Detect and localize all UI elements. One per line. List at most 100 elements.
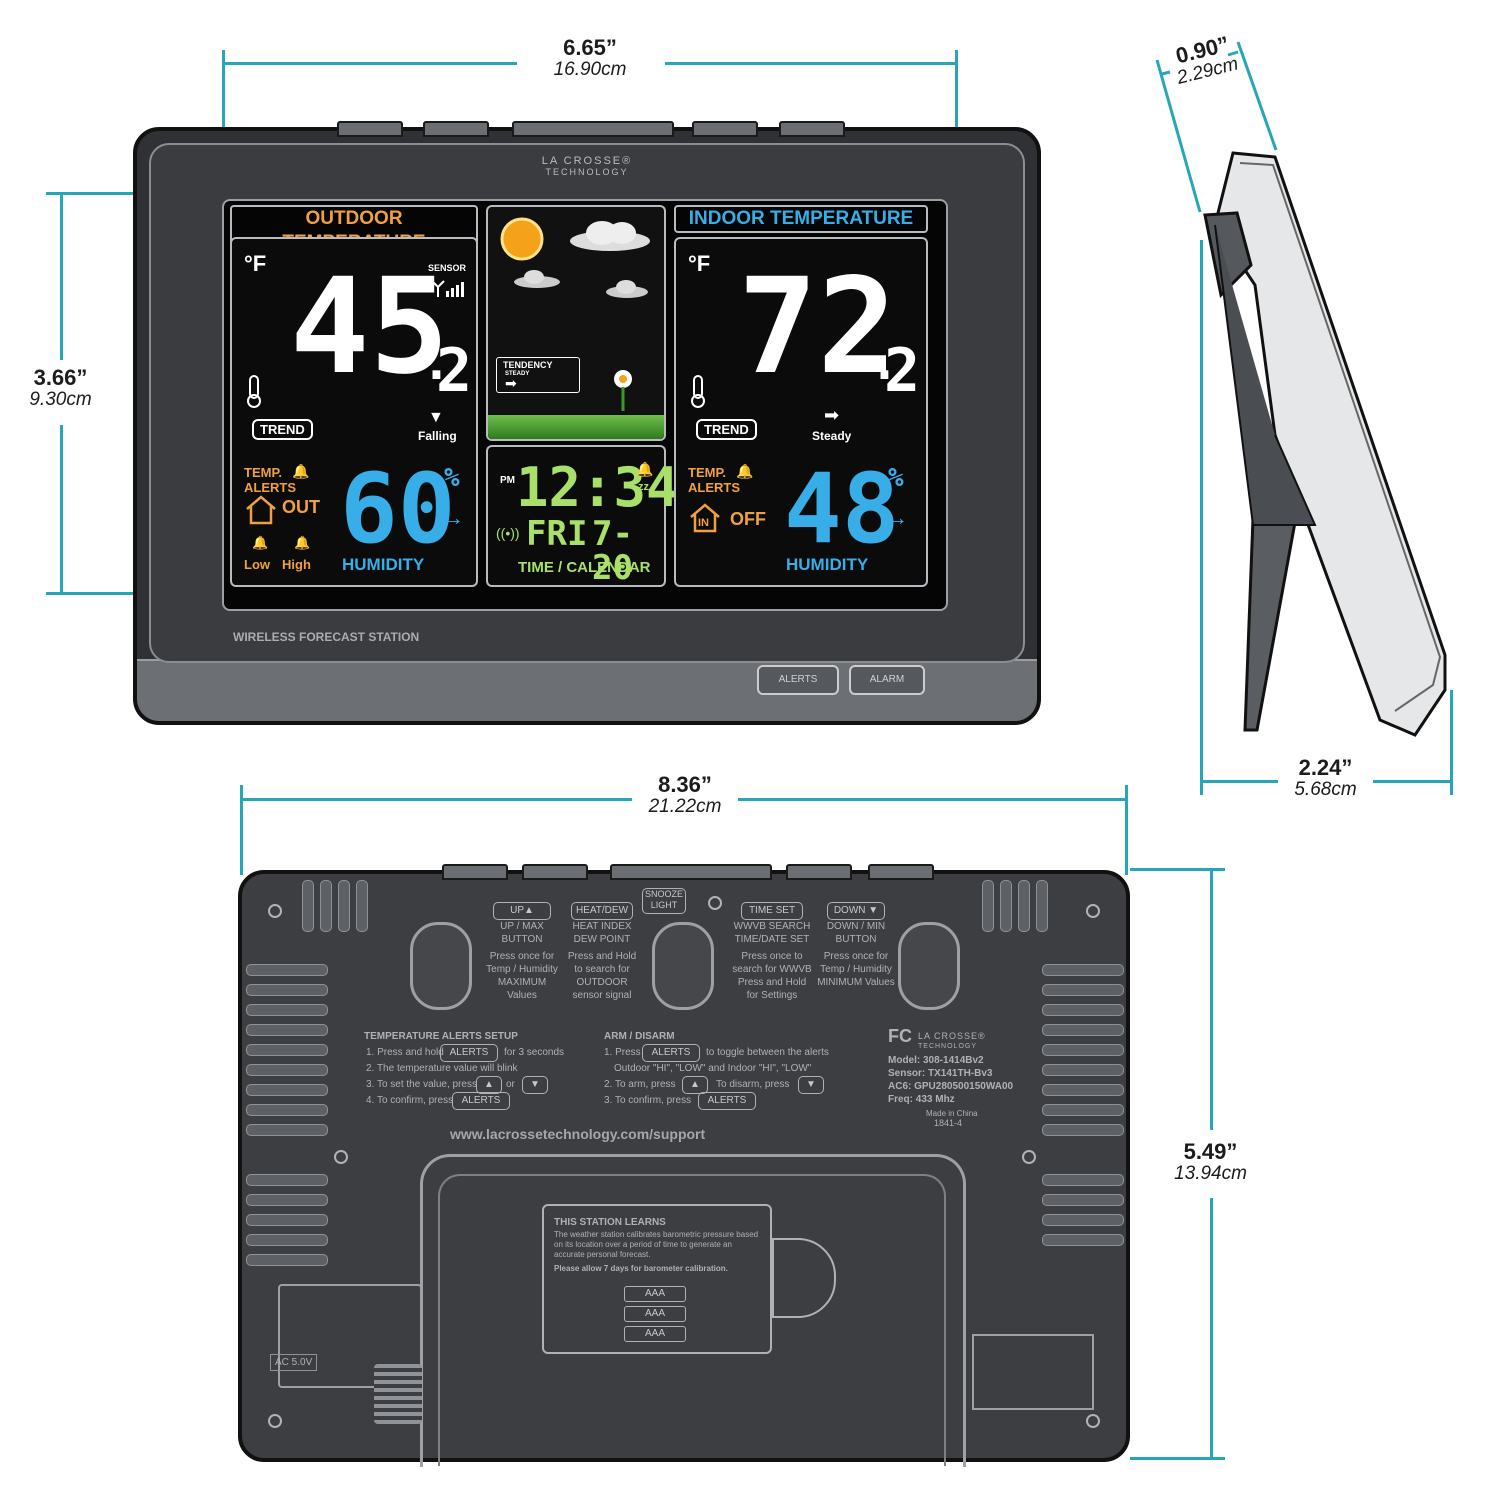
alerts-key: ALERTS bbox=[698, 1092, 756, 1110]
dim-overall-height-metric: 13.94cm bbox=[1174, 1163, 1247, 1185]
outdoor-trend-text: Falling bbox=[418, 429, 457, 443]
vent-slot bbox=[246, 1174, 328, 1186]
outdoor-alerts-line2: ALERTS bbox=[244, 480, 296, 495]
station-label: WIRELESS FORECAST STATION bbox=[233, 630, 420, 644]
vent-slot bbox=[1042, 1214, 1124, 1226]
top-button bbox=[779, 121, 845, 137]
screw-hole bbox=[708, 896, 722, 910]
dim-stand-line-left bbox=[1200, 780, 1280, 783]
learns-title: THIS STATION LEARNS bbox=[554, 1217, 666, 1228]
fcc-code: 1841-4 bbox=[934, 1118, 963, 1128]
alarm-bell-icon: 🔔 bbox=[636, 461, 654, 477]
indoor-temp-dot: . bbox=[870, 335, 899, 391]
vent-slot bbox=[246, 1064, 328, 1076]
thermometer-icon bbox=[688, 374, 710, 413]
top-button bbox=[423, 121, 489, 137]
alerts-setup-step3b: or bbox=[506, 1079, 515, 1090]
top-button bbox=[692, 121, 758, 137]
vent-slot bbox=[1042, 1004, 1124, 1016]
dim-front-height-line-bottom bbox=[60, 425, 63, 593]
up-title2: BUTTON bbox=[501, 934, 543, 945]
vent-slot bbox=[982, 880, 994, 932]
indoor-in-label: IN bbox=[698, 517, 709, 529]
vent-slot bbox=[1042, 1124, 1124, 1136]
dim-depth-lines bbox=[1155, 41, 1278, 213]
outdoor-alerts-line1: TEMP. bbox=[244, 465, 283, 480]
dim-front-width-line-left bbox=[222, 62, 517, 65]
dim-overall-width-left-tick bbox=[240, 785, 243, 875]
alerts-key: ALERTS bbox=[440, 1044, 498, 1062]
vent-slot bbox=[246, 1004, 328, 1016]
dim-overall-height-bottom-tick bbox=[1130, 1457, 1225, 1460]
down-title2: BUTTON bbox=[835, 934, 877, 945]
forecast-panel: TENDENCY STEADY ➡ bbox=[486, 205, 666, 441]
outdoor-out-label: OUT bbox=[282, 497, 320, 517]
fcc-brand-line1: LA CROSSE® bbox=[918, 1031, 986, 1041]
vent-slot bbox=[246, 1254, 328, 1266]
outdoor-percent: % bbox=[444, 463, 460, 493]
heat-title1: HEAT INDEX bbox=[572, 921, 632, 932]
battery-slot: AAA bbox=[624, 1306, 686, 1322]
alerts-setup-step4: 4. To confirm, press bbox=[366, 1095, 454, 1106]
outdoor-unit: °F bbox=[244, 251, 267, 276]
down-desc: MINIMUM Values bbox=[817, 977, 895, 988]
indoor-humidity-arrow-icon: → bbox=[886, 505, 908, 530]
dim-overall-height-line-top bbox=[1210, 868, 1213, 1130]
dim-front-width-line-right bbox=[665, 62, 957, 65]
dim-front-height-line-top bbox=[60, 192, 63, 360]
support-url: www.lacrossetechnology.com/support bbox=[450, 1126, 706, 1142]
indoor-house-icon bbox=[688, 503, 722, 538]
arm-step2a: 2. To arm, press bbox=[604, 1079, 676, 1090]
fcc-brand-line2: TECHNOLOGY bbox=[918, 1043, 978, 1050]
vent-slot bbox=[1042, 1174, 1124, 1186]
vent-slot bbox=[246, 1084, 328, 1096]
dim-overall-width-right-tick bbox=[1125, 785, 1128, 875]
dim-stand-metric: 5.68cm bbox=[1294, 779, 1357, 801]
alerts-button[interactable]: ALERTS bbox=[757, 665, 839, 695]
steady-arrow-icon: ➡ bbox=[824, 405, 840, 425]
cable-channel bbox=[278, 1284, 422, 1388]
vent-slot bbox=[1042, 1064, 1124, 1076]
vent-slot bbox=[1042, 1044, 1124, 1056]
outdoor-alert-bell-icon: 🔔 bbox=[292, 463, 310, 479]
vent-slot bbox=[1042, 1084, 1124, 1096]
dim-overall-height-top-tick bbox=[1130, 868, 1225, 871]
indoor-humidity: 48 bbox=[784, 453, 900, 565]
fcc-freq: Freq: 433 Mhz bbox=[888, 1094, 955, 1105]
top-button bbox=[442, 864, 508, 880]
dim-stand-label: 2.24” 5.68cm bbox=[1278, 755, 1373, 802]
indoor-alerts-line1: TEMP. bbox=[688, 465, 727, 480]
dim-overall-width-line-left bbox=[240, 798, 632, 801]
cloud-icon bbox=[566, 219, 654, 258]
clock-panel: PM 12:34 🔔 zz ((•)) FRI 7-20 TIME / CALE… bbox=[486, 445, 679, 587]
dim-front-width-metric: 16.90cm bbox=[553, 59, 627, 81]
sun-icon bbox=[492, 211, 554, 272]
outdoor-low-label: Low bbox=[244, 557, 270, 572]
time-desc: Press and Hold bbox=[737, 977, 807, 988]
up-desc: MAXIMUM Values bbox=[497, 977, 547, 1001]
up-title1: UP / MAX bbox=[500, 921, 544, 932]
clock-label: TIME / CALENDAR bbox=[518, 559, 651, 576]
dim-front-width-label: 6.65” 16.90cm bbox=[520, 35, 660, 82]
flower-icon bbox=[608, 367, 638, 416]
dim-stand-right-tick bbox=[1450, 690, 1453, 795]
dim-front-height-imperial: 3.66” bbox=[33, 365, 88, 390]
alarm-button[interactable]: ALARM bbox=[849, 665, 925, 695]
clock-ampm: PM bbox=[500, 475, 515, 486]
fcc-made: Made in China bbox=[926, 1109, 978, 1118]
vent-slot bbox=[246, 984, 328, 996]
house-icon bbox=[244, 495, 278, 530]
indoor-trend-badge: TREND bbox=[696, 419, 757, 440]
indoor-temp-int: 72 bbox=[738, 250, 897, 404]
back-view: SNOOZE LIGHT UP▲ UP / MAX BUTTON Press o… bbox=[238, 864, 1130, 1467]
fcc-logo: FC bbox=[888, 1026, 912, 1046]
dim-overall-height-imperial: 5.49” bbox=[1183, 1139, 1238, 1164]
time-title1: WWVB SEARCH bbox=[733, 921, 811, 932]
heat-desc: Press and Hold bbox=[567, 951, 637, 962]
battery-slot: AAA bbox=[624, 1326, 686, 1342]
dim-stand-line-right bbox=[1370, 780, 1452, 783]
top-button bbox=[512, 121, 674, 137]
heat-desc: to search for bbox=[574, 964, 630, 975]
vent-slot bbox=[246, 1024, 328, 1036]
vent-slot bbox=[338, 880, 350, 932]
